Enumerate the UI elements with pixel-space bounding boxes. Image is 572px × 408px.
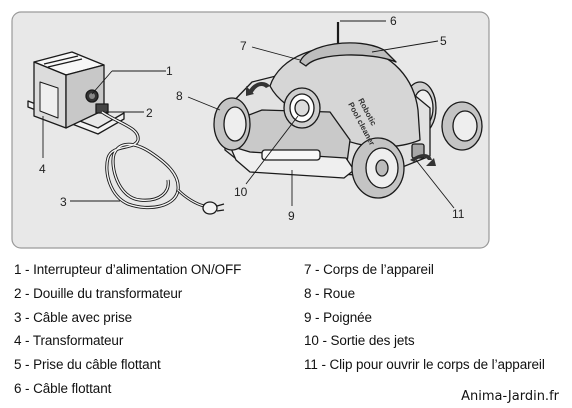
- legend-item-8: 8 - Roue: [304, 285, 355, 301]
- transformer-drawing: [27, 51, 125, 135]
- callout-5: 5: [440, 34, 447, 48]
- callout-7: 7: [240, 39, 247, 53]
- legend-item-6: 6 - Câble flottant: [14, 380, 112, 396]
- callout-9: 9: [288, 209, 295, 223]
- callout-6: 6: [390, 14, 397, 28]
- legend-item-5: 5 - Prise du câble flottant: [14, 357, 161, 373]
- product-diagram: Robotic Pool cleaner 1 2 3 4 5 6 7 8 9 1…: [11, 11, 490, 249]
- legend-item-4: 4 - Transformateur: [14, 333, 124, 349]
- power-cable: [101, 110, 205, 210]
- legend-item-10: 10 - Sortie des jets: [304, 333, 415, 349]
- legend-column-left: 1 - Interrupteur d’alimentation ON/OFF 2…: [14, 258, 241, 401]
- callout-lines: [42, 20, 455, 209]
- legend-item-9: 9 - Poignée: [304, 309, 372, 325]
- callout-1: 1: [166, 64, 173, 78]
- legend-item-2: 2 - Douille du transformateur: [14, 285, 183, 301]
- callout-2: 2: [146, 106, 153, 120]
- site-credit: Anima-Jardin.fr: [458, 389, 562, 404]
- legend-column-right: 7 - Corps de l’appareil 8 - Roue 9 - Poi…: [304, 258, 545, 377]
- legend-item-1: 1 - Interrupteur d’alimentation ON/OFF: [14, 262, 242, 277]
- callout-3: 3: [60, 195, 67, 209]
- rotation-arrows: [246, 82, 436, 166]
- plug-drawing: [202, 201, 225, 215]
- legend-item-7: 7 - Corps de l’appareil: [304, 262, 434, 277]
- robot-drawing: [213, 22, 483, 199]
- legend-item-3: 3 - Câble avec prise: [14, 309, 133, 325]
- callout-10: 10: [234, 185, 248, 199]
- callout-8: 8: [176, 89, 183, 103]
- callout-4: 4: [39, 162, 46, 176]
- callout-11: 11: [452, 207, 465, 221]
- legend-item-11: 11 - Clip pour ouvrir le corps de l’appa…: [304, 357, 545, 373]
